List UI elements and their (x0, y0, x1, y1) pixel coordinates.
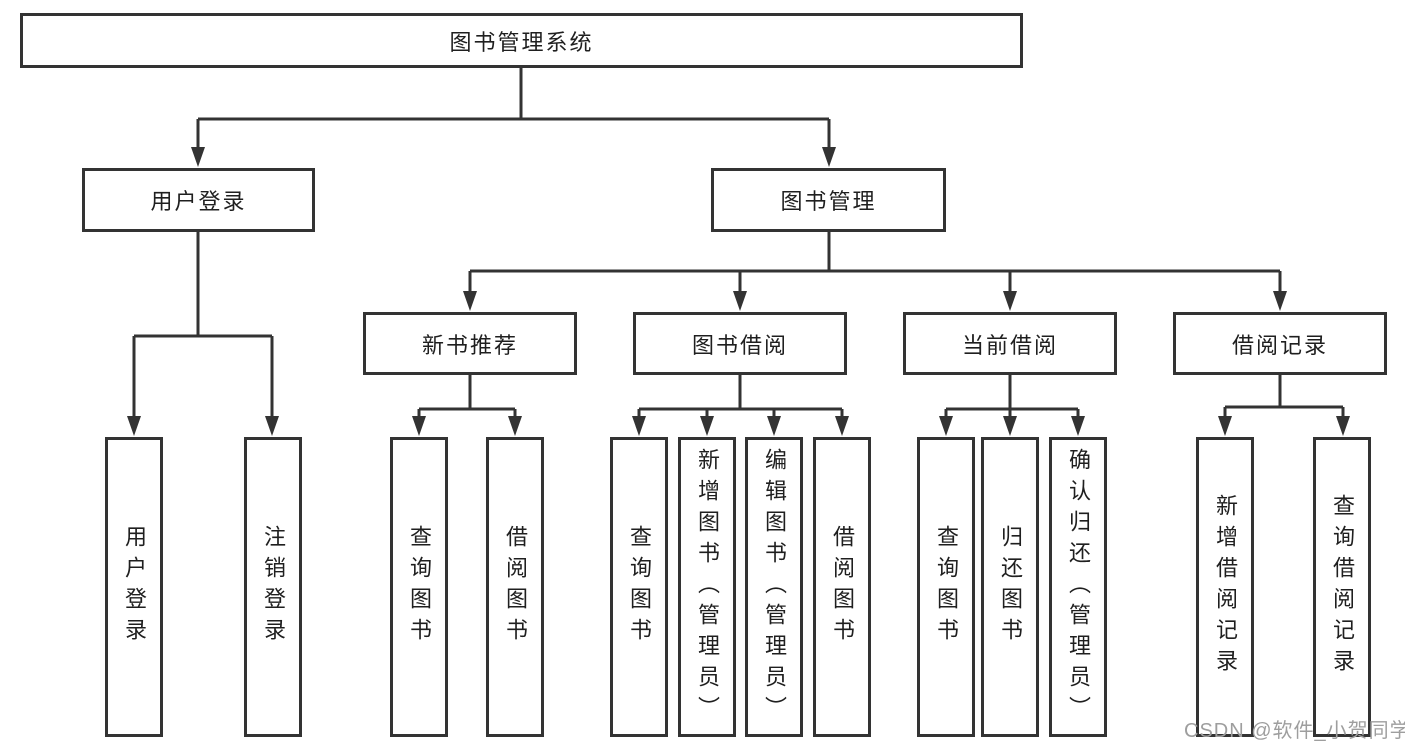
node-book-management: 图书管理 (711, 168, 946, 232)
leaf-query-borrow-record: 查询借阅记录 (1313, 437, 1371, 737)
node-user-login: 用户登录 (82, 168, 315, 232)
leaf-borrow-books-2: 借阅图书 (813, 437, 871, 737)
leaf-edit-books-admin: 编辑图书（管理员） (745, 437, 803, 737)
leaf-query-books-3: 查询图书 (917, 437, 975, 737)
node-root-library-system: 图书管理系统 (20, 13, 1023, 68)
leaf-confirm-return-admin: 确认归还（管理员） (1049, 437, 1107, 737)
arrowheads (127, 147, 1350, 436)
leaf-borrow-books-1: 借阅图书 (486, 437, 544, 737)
node-current-borrow: 当前借阅 (903, 312, 1117, 375)
leaf-logout: 注销登录 (244, 437, 302, 737)
leaf-add-books-admin: 新增图书（管理员） (678, 437, 736, 737)
leaf-query-books-1: 查询图书 (390, 437, 448, 737)
leaf-user-login: 用户登录 (105, 437, 163, 737)
leaf-query-books-2: 查询图书 (610, 437, 668, 737)
csdn-watermark: CSDN @软件_小贺同学 (1184, 720, 1405, 742)
leaf-add-borrow-record: 新增借阅记录 (1196, 437, 1254, 737)
node-book-borrow: 图书借阅 (633, 312, 847, 375)
leaf-return-books: 归还图书 (981, 437, 1039, 737)
node-borrow-records: 借阅记录 (1173, 312, 1387, 375)
node-new-book-recommend: 新书推荐 (363, 312, 577, 375)
